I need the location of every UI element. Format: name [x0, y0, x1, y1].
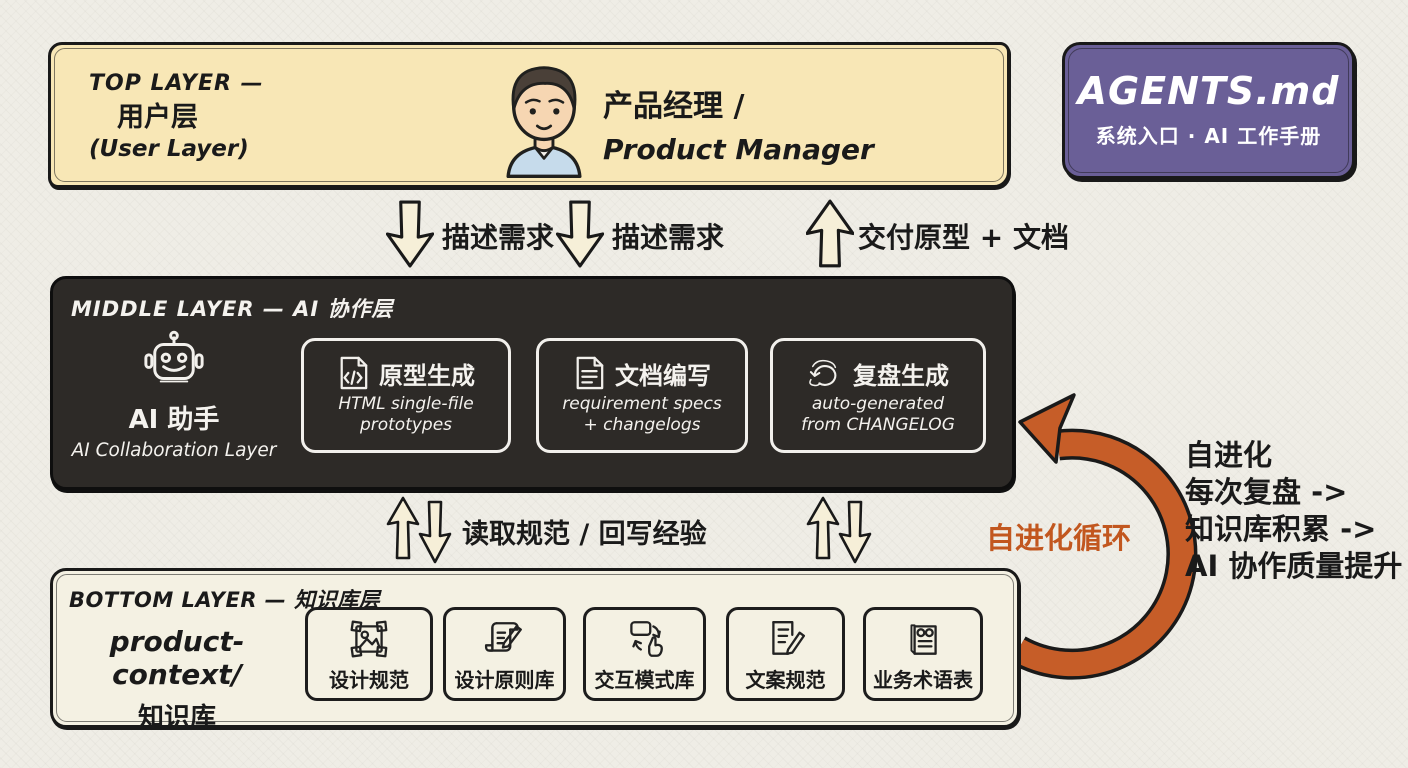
- role-zh: 产品经理 /: [603, 89, 745, 124]
- role-title: 产品经理 / Product Manager: [603, 87, 874, 168]
- module-desc-line: auto-generated: [811, 393, 945, 414]
- top-layer-title: TOP LAYER — 用户层 (User Layer): [89, 70, 264, 164]
- agents-md-card: AGENTS.md 系统入口 · AI 工作手册: [1062, 42, 1355, 179]
- self-evolution-loop-arrow: [1010, 393, 1198, 680]
- note-line: 每次复盘 ->: [1185, 475, 1348, 509]
- kb-item-label: 设计原则库: [454, 667, 555, 692]
- self-evolution-loop-label: 自进化循环: [986, 521, 1132, 555]
- kb-item-glossary: 业务术语表: [863, 607, 983, 701]
- kb-item-interaction-patterns: 交互模式库: [583, 607, 706, 701]
- arrow-up-icon: [806, 199, 854, 268]
- agents-card-title: AGENTS.md: [1077, 69, 1340, 113]
- module-desc-line: from CHANGELOG: [801, 414, 955, 435]
- repo-path: product-context/: [109, 625, 245, 691]
- module-desc-line: + changelogs: [583, 414, 701, 435]
- note-line: 知识库积累 ->: [1185, 512, 1377, 546]
- kb-item-design-spec: 设计规范: [305, 607, 433, 701]
- interaction-patterns-icon: [629, 620, 663, 657]
- module-title: 原型生成: [379, 361, 475, 390]
- arrows-up-down-icon: [806, 496, 872, 564]
- self-evolution-note: 自进化 每次复盘 -> 知识库积累 -> AI 协作质量提升: [1185, 437, 1402, 585]
- design-spec-icon: [350, 620, 388, 657]
- product-manager-avatar: [488, 55, 600, 179]
- knowledge-flow-label: 读取规范 / 回写经验: [462, 519, 707, 550]
- ai-assistant-subtitle: AI Collaboration Layer: [71, 440, 277, 461]
- kb-item-label: 设计规范: [329, 667, 409, 692]
- module-desc-line: HTML single-file: [338, 393, 474, 414]
- flow-label-describe-1: 描述需求: [442, 221, 555, 254]
- kb-item-label: 业务术语表: [873, 667, 973, 692]
- top-layer-label: TOP LAYER —: [89, 71, 264, 96]
- agents-card-subtitle: 系统入口 · AI 工作手册: [1095, 124, 1322, 148]
- kb-item-label: 文案规范: [745, 667, 826, 692]
- arrow-down-icon: [556, 200, 604, 268]
- knowledge-repo-title: product-context/ 知识库: [61, 625, 293, 734]
- kb-item-label: 交互模式库: [594, 667, 695, 692]
- copywriting-icon: [771, 620, 805, 655]
- note-line: 自进化: [1185, 438, 1273, 472]
- ai-assistant-name: AI 助手: [128, 405, 220, 435]
- kb-item-design-principles: 设计原则库: [443, 607, 566, 701]
- module-title: 复盘生成: [853, 361, 949, 390]
- code-file-icon: [340, 356, 368, 390]
- module-doc-writing: 文档编写 requirement specs + changelogs: [536, 338, 748, 453]
- glossary-icon: [910, 623, 937, 655]
- middle-layer-box: MIDDLE LAYER — AI 协作层 AI 助手 AI Collabora…: [50, 276, 1015, 490]
- flow-label-deliver: 交付原型 + 文档: [858, 221, 1069, 254]
- module-title: 文档编写: [615, 361, 711, 390]
- module-prototype-generation: 原型生成 HTML single-file prototypes: [301, 338, 511, 453]
- arrows-up-down-icon: [386, 496, 452, 564]
- flow-label-describe-2: 描述需求: [612, 221, 725, 254]
- robot-icon: [144, 330, 204, 383]
- kb-item-copywriting: 文案规范: [726, 607, 845, 701]
- design-principles-icon: [484, 621, 522, 652]
- repo-name-zh: 知识库: [137, 703, 216, 733]
- module-desc-line: prototypes: [359, 414, 453, 435]
- module-retro-generation: 复盘生成 auto-generated from CHANGELOG: [770, 338, 986, 453]
- ai-assistant: AI 助手 AI Collaboration Layer: [68, 329, 280, 461]
- note-line: AI 协作质量提升: [1185, 549, 1403, 583]
- module-desc-line: requirement specs: [562, 393, 722, 414]
- arrow-down-icon: [386, 200, 434, 268]
- retro-cycle-icon: [809, 359, 837, 387]
- middle-layer-title: MIDDLE LAYER — AI 协作层: [71, 297, 394, 321]
- user-layer-en: (User Layer): [89, 136, 249, 163]
- role-en: Product Manager: [603, 133, 874, 166]
- user-layer-zh: 用户层: [117, 101, 198, 133]
- top-layer-box: TOP LAYER — 用户层 (User Layer) 产品经理 / Prod…: [48, 42, 1010, 188]
- document-icon: [576, 356, 604, 390]
- bottom-layer-box: BOTTOM LAYER — 知识库层 product-context/ 知识库: [50, 568, 1020, 733]
